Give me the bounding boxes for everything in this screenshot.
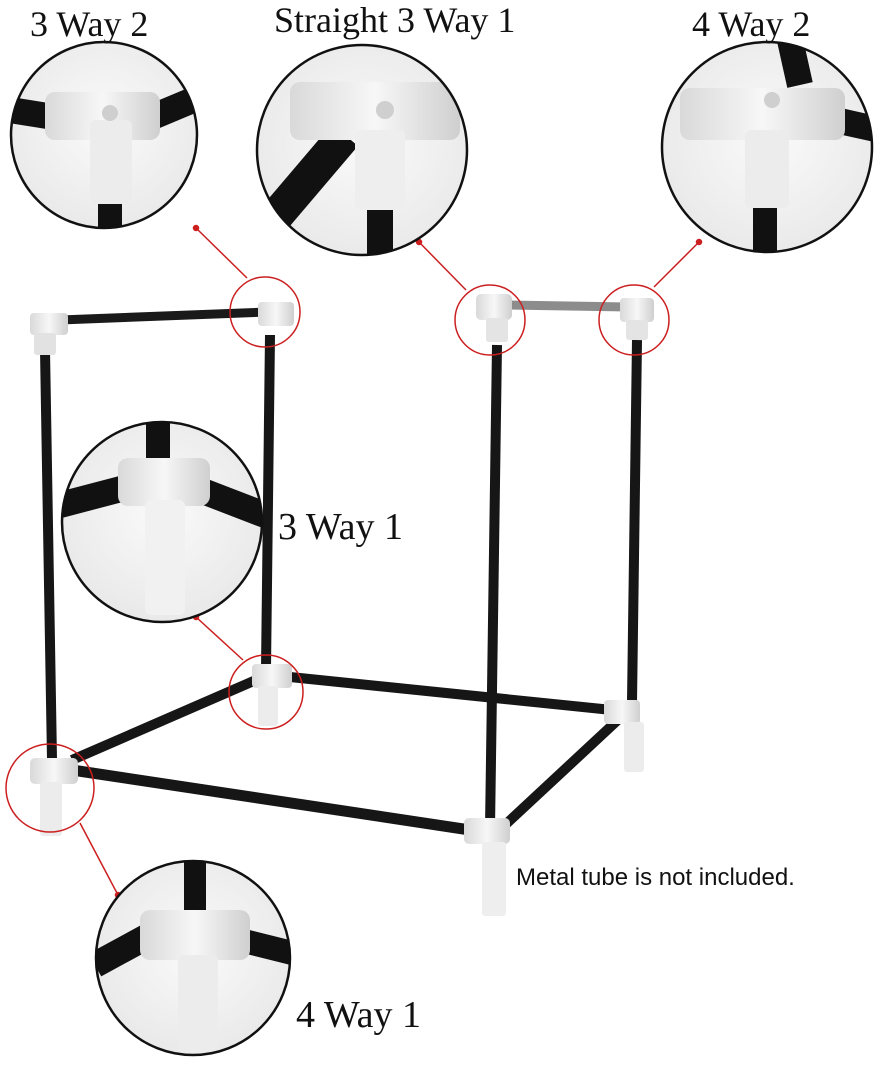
connector-bottom-front-right xyxy=(464,818,510,844)
label-3-way-2: 3 Way 2 xyxy=(30,4,149,44)
connector-top-back-left xyxy=(258,302,294,326)
tube-top-right-rail xyxy=(500,300,633,312)
tube-bottom-front-rail xyxy=(71,764,471,836)
tube-bottom-back-rail xyxy=(289,672,613,715)
label-4-way-1: 4 Way 1 xyxy=(296,994,422,1036)
label-straight-3-way-1: Straight 3 Way 1 xyxy=(274,0,516,40)
connector-bottom-back-left xyxy=(252,664,292,688)
label-3-way-1: 3 Way 1 xyxy=(278,506,404,548)
tube-front-right-vertical xyxy=(485,344,502,829)
connector-bottom-front-left xyxy=(30,758,78,784)
zoom-3-way-1 xyxy=(60,420,264,624)
zoom-straight-3-way-1 xyxy=(255,43,469,257)
callout-ring-4-way-2 xyxy=(598,284,670,356)
tube-back-right-vertical xyxy=(627,339,642,703)
tube-top-left-rail xyxy=(55,307,273,325)
zoom-3-way-2 xyxy=(9,40,199,230)
tube-back-left-vertical xyxy=(261,334,275,669)
label-4-way-2: 4 Way 2 xyxy=(692,4,811,44)
frame-connectors xyxy=(30,294,654,916)
tube-front-left-vertical xyxy=(40,349,57,761)
disclaimer-note: Metal tube is not included. xyxy=(516,864,795,891)
connector-top-back-right xyxy=(620,298,654,322)
callout-ring-3-way-1 xyxy=(228,654,304,730)
connector-top-left xyxy=(30,313,68,335)
tube-bottom-left-rail xyxy=(70,675,258,765)
callout-ring-4-way-1 xyxy=(5,743,95,833)
connector-bottom-back-right xyxy=(604,700,640,724)
zoom-4-way-2 xyxy=(660,40,874,254)
zoom-4-way-1 xyxy=(94,859,292,1057)
connector-top-front-right xyxy=(476,294,512,320)
callout-ring-3-way-2 xyxy=(229,276,301,348)
callout-ring-straight-3-way-1 xyxy=(454,284,526,356)
frame-tubes xyxy=(40,300,642,836)
tube-bottom-right-rail xyxy=(501,714,624,829)
